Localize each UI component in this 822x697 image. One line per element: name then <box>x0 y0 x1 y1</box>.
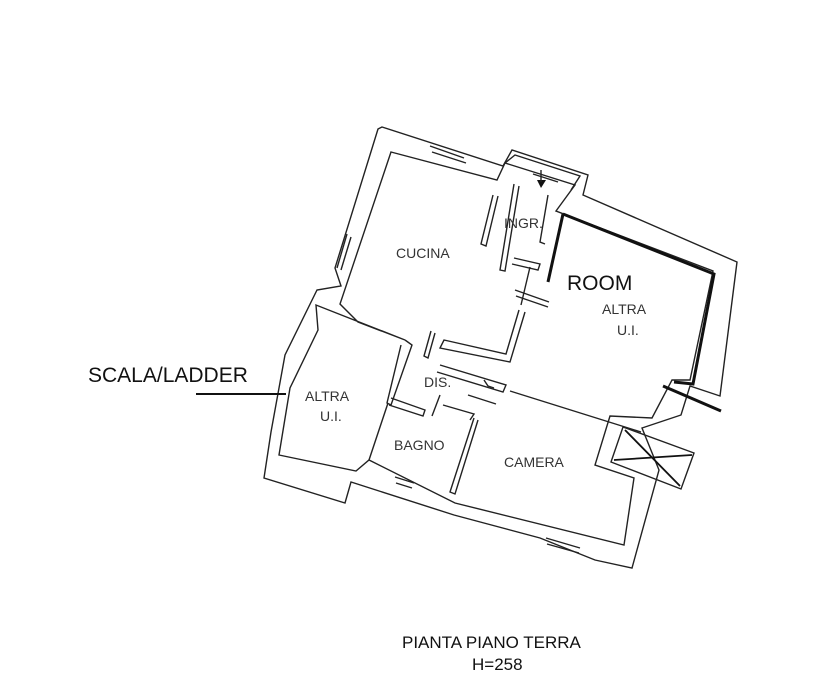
entrance-porch <box>504 154 582 191</box>
caption-height: H=258 <box>472 655 523 674</box>
inner-wall-outline <box>278 151 714 546</box>
room-label-altra-left-2: U.I. <box>320 408 342 424</box>
ingr-walls <box>480 183 549 306</box>
room-label-bagno: BAGNO <box>394 437 445 453</box>
room-label-cucina: CUCINA <box>396 245 450 261</box>
room-label-ingr: INGR. <box>504 215 543 231</box>
entry-arrow-icon <box>537 180 546 188</box>
window-bottom-camera <box>545 537 581 554</box>
window-bottom-bagno <box>394 476 415 489</box>
window-left-cucina <box>336 233 352 271</box>
room-label-altra-right-2: U.I. <box>617 322 639 338</box>
room-label-altra-right-1: ALTRA <box>602 301 647 317</box>
internal-partitions <box>368 330 642 495</box>
caption-title: PIANTA PIANO TERRA <box>402 633 582 652</box>
scala-label: SCALA/LADDER <box>88 364 248 387</box>
room-label-dis: DIS. <box>424 374 451 390</box>
room-label-altra-left-1: ALTRA <box>305 388 350 404</box>
room-label-camera: CAMERA <box>504 454 565 470</box>
room-partition <box>438 212 722 413</box>
window-top-cucina <box>429 145 467 164</box>
stair-box <box>610 426 695 490</box>
outer-wall-outline <box>263 126 738 569</box>
room-label-room: ROOM <box>567 272 632 295</box>
